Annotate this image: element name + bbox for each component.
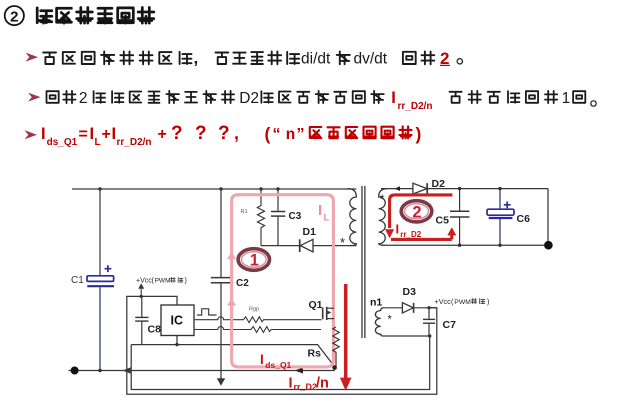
svg-text:rr_D2/n: rr_D2/n [117, 137, 152, 148]
svg-text:D1: D1 [303, 226, 317, 238]
svg-text:1: 1 [562, 90, 571, 107]
svg-text:rr_D2/n: rr_D2/n [398, 101, 433, 112]
svg-text:+Vcc: +Vcc [435, 297, 452, 306]
svg-text:): ) [416, 124, 422, 144]
svg-text:ds_Q1: ds_Q1 [47, 137, 78, 148]
svg-text:?: ? [171, 123, 183, 144]
svg-text:PWM: PWM [155, 278, 171, 285]
svg-text:1: 1 [250, 252, 259, 270]
svg-text:Rs: Rs [308, 348, 322, 360]
svg-text:C1: C1 [71, 275, 84, 286]
svg-text:di/dt: di/dt [301, 51, 331, 68]
svg-text:D2: D2 [432, 178, 446, 190]
svg-text:+: + [102, 126, 111, 143]
svg-text:): ) [487, 297, 489, 306]
svg-text:I: I [90, 125, 95, 143]
svg-text:n: n [286, 126, 295, 143]
svg-text:D3: D3 [403, 286, 417, 298]
svg-text:I: I [318, 202, 322, 219]
svg-text:I: I [41, 125, 46, 143]
svg-text:?: ? [195, 123, 207, 144]
svg-text:rr_D2: rr_D2 [400, 230, 421, 239]
svg-text:=: = [79, 126, 88, 143]
svg-text:C8: C8 [148, 324, 162, 336]
svg-text:/n: /n [316, 376, 329, 392]
svg-text:C5: C5 [436, 215, 450, 227]
svg-text:?: ? [218, 123, 230, 144]
svg-text:2: 2 [10, 8, 18, 25]
svg-text:,: , [234, 123, 239, 143]
svg-text:dv/dt: dv/dt [354, 51, 388, 68]
svg-text:Q1: Q1 [309, 299, 323, 311]
svg-text:I: I [289, 376, 293, 392]
svg-text:): ) [185, 278, 187, 285]
svg-text:“: “ [273, 126, 281, 143]
svg-text:+Vcc: +Vcc [136, 278, 152, 285]
svg-text:PWM: PWM [454, 299, 471, 306]
svg-text:ds_Q1: ds_Q1 [265, 360, 291, 370]
svg-text:2: 2 [440, 49, 449, 68]
svg-text:L: L [95, 137, 101, 148]
svg-text:I: I [260, 352, 264, 367]
svg-text:R1: R1 [241, 209, 248, 215]
svg-text:n1: n1 [370, 297, 382, 309]
svg-text:,: , [194, 48, 199, 67]
svg-text:2: 2 [412, 203, 421, 221]
svg-text:rr_D2: rr_D2 [294, 382, 318, 392]
svg-text:*: * [388, 314, 393, 326]
svg-text:Rgp: Rgp [249, 307, 259, 313]
svg-text:C2: C2 [236, 278, 249, 289]
svg-text:+: + [158, 126, 167, 143]
svg-text:(: ( [265, 124, 271, 144]
svg-text:I: I [112, 125, 117, 143]
svg-text:*: * [380, 192, 385, 206]
svg-text:2: 2 [79, 90, 88, 107]
svg-text:D2: D2 [239, 90, 259, 107]
svg-text:L: L [324, 213, 330, 224]
svg-text:C3: C3 [289, 211, 302, 222]
svg-text:C7: C7 [443, 319, 457, 331]
svg-text:C6: C6 [517, 213, 531, 225]
svg-text:I: I [391, 89, 396, 107]
svg-text:IC: IC [171, 314, 184, 328]
svg-text:*: * [340, 235, 345, 250]
svg-text:(: ( [451, 297, 454, 306]
svg-text:I: I [396, 222, 400, 237]
svg-text:(: ( [152, 278, 155, 285]
svg-text:”: ” [297, 126, 305, 143]
